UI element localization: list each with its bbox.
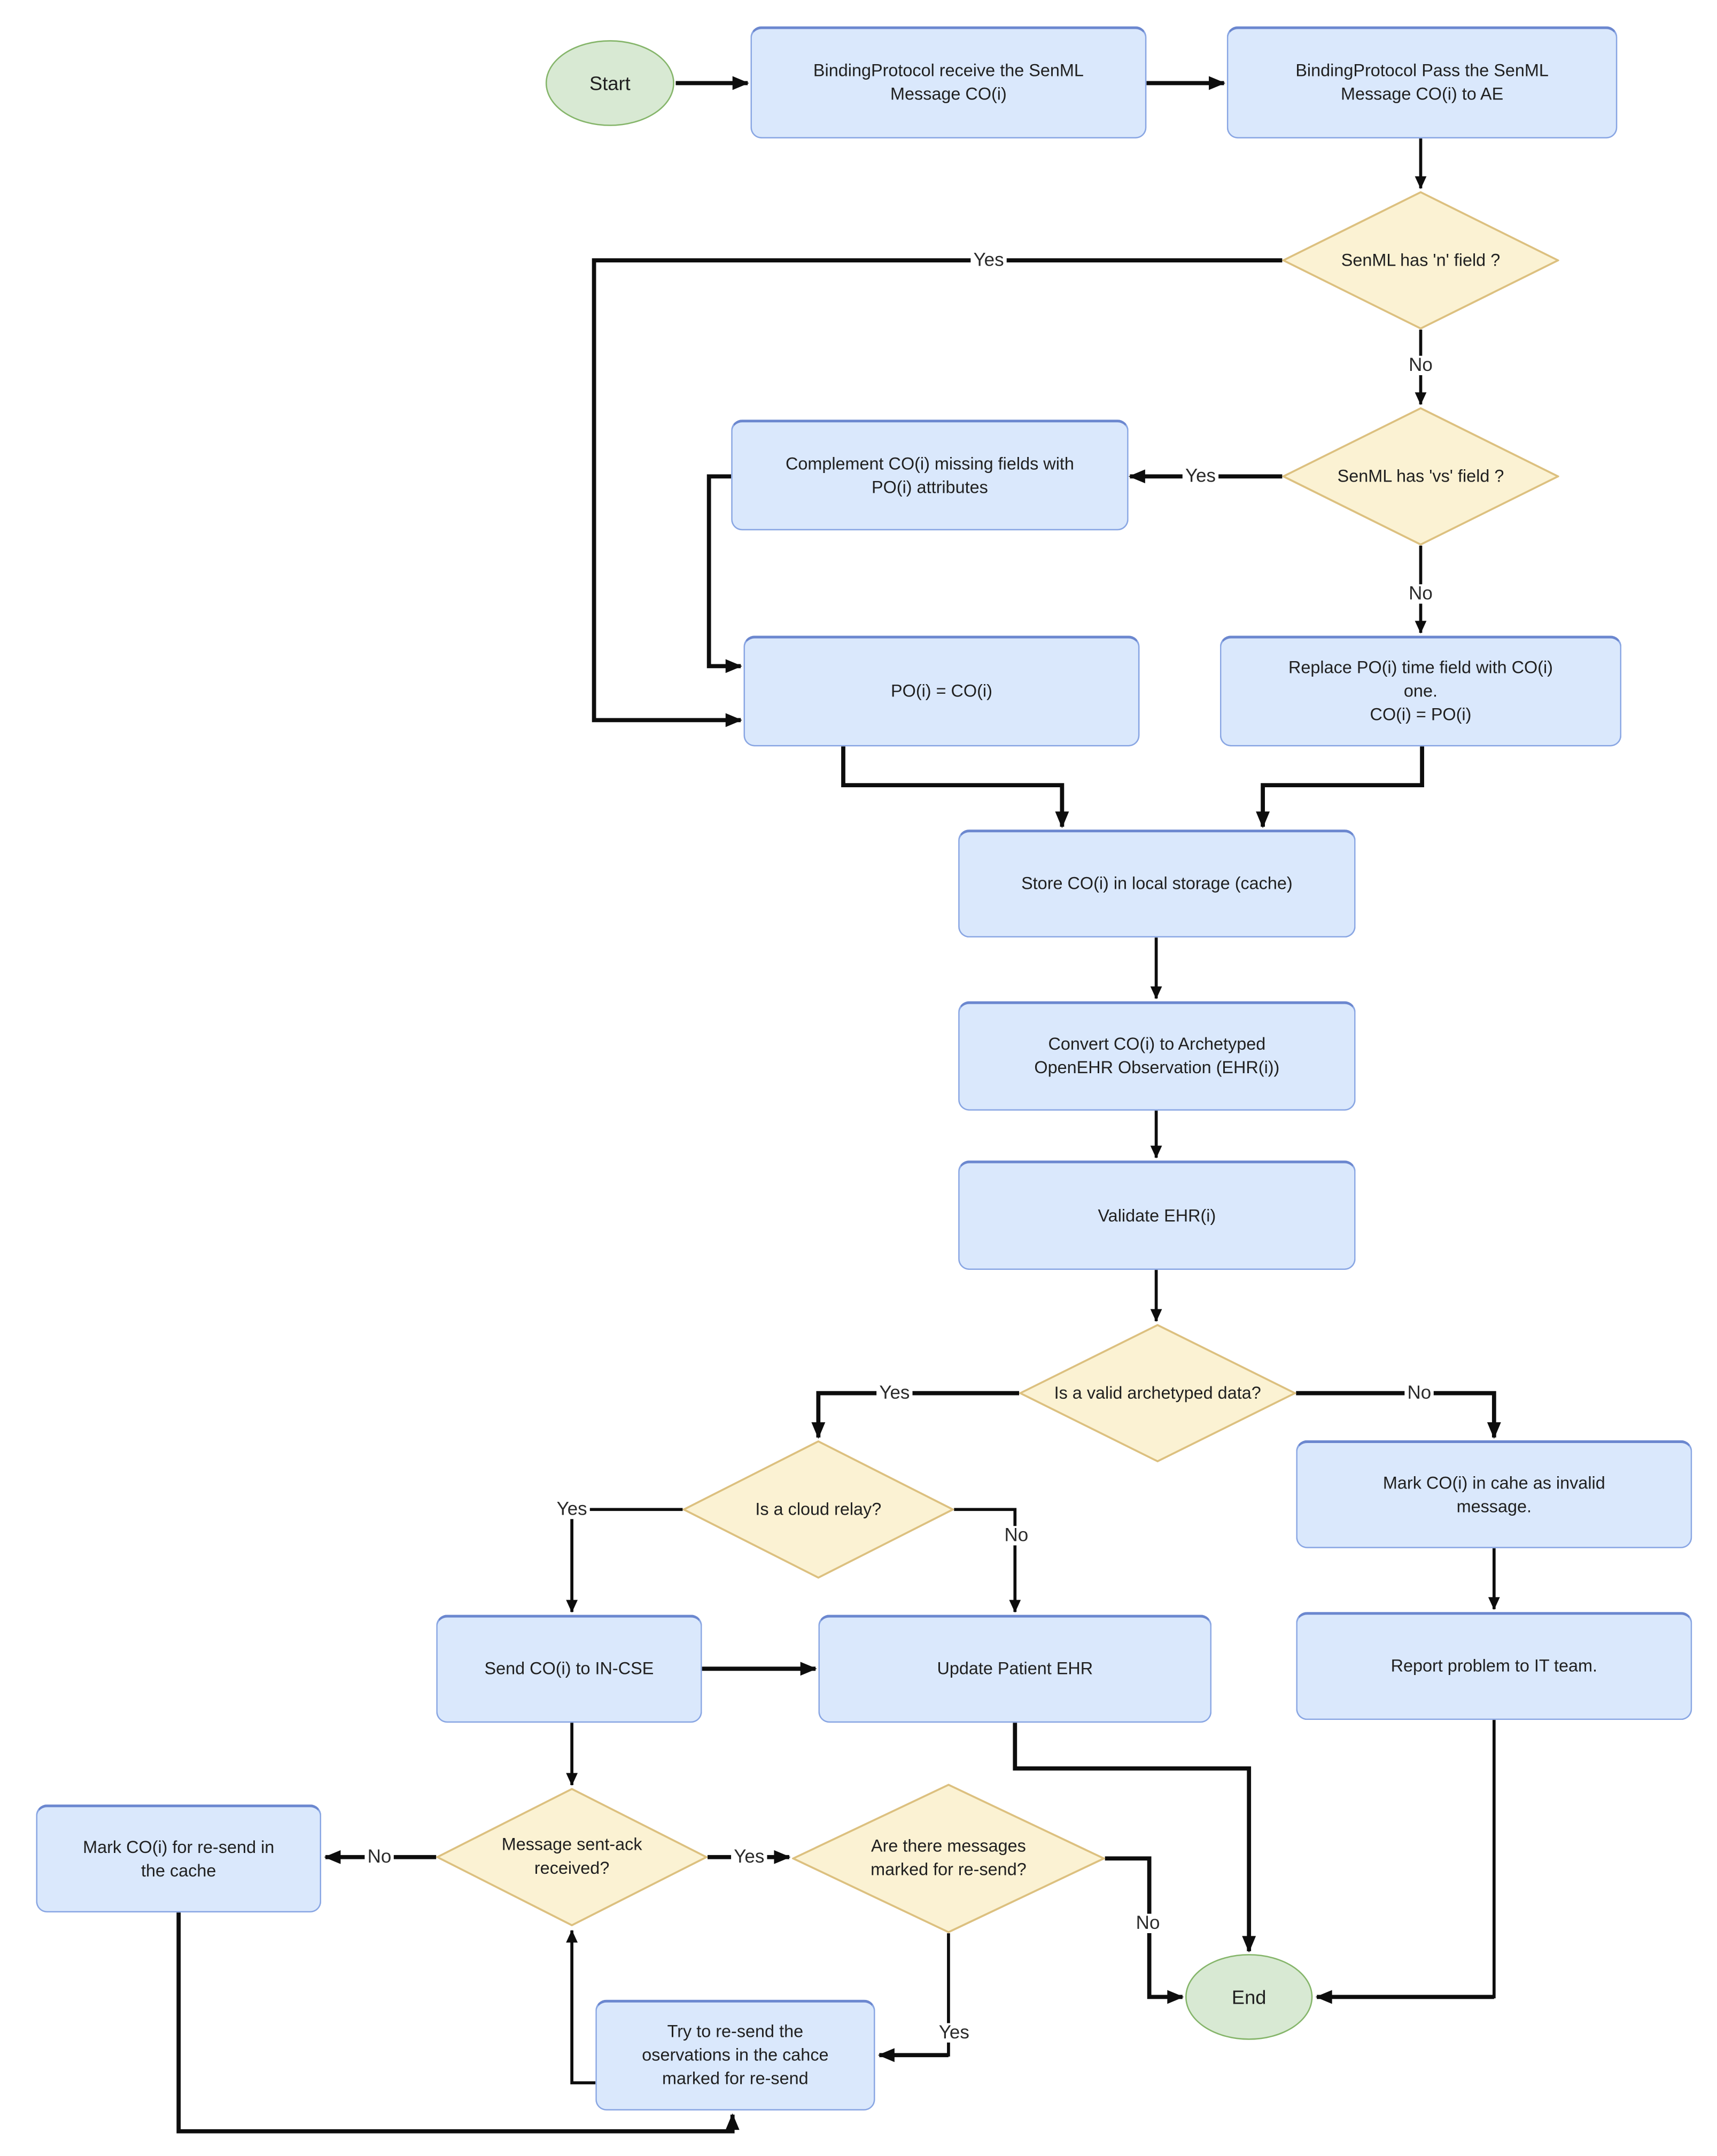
- process-complement-fields-label: Complement CO(i) missing fields with PO(…: [785, 453, 1074, 497]
- process-receive-senml-label: BindingProtocol receive the SenML Messag…: [813, 61, 1084, 104]
- process-try-resend: Try to re-send the oservations in the ca…: [595, 1999, 875, 2111]
- diamond-shape: [682, 1440, 954, 1579]
- edge-relay-no-to-update: [954, 1508, 1021, 1613]
- decision-senml-has-n-field-label: SenML has 'n' field ?: [1341, 250, 1501, 269]
- process-send-in-cse: Send CO(i) to IN-CSE: [436, 1615, 702, 1723]
- process-replace-time-field: Replace PO(i) time field with CO(i) one.…: [1219, 635, 1622, 747]
- decision-cloud-relay: Is a cloud relay?: [682, 1440, 954, 1579]
- process-pass-senml-to-ae: BindingProtocol Pass the SenML Message C…: [1226, 26, 1618, 139]
- process-mark-invalid-label: Mark CO(i) in cahe as invalid message.: [1382, 1472, 1605, 1516]
- diamond-shape: [1282, 407, 1559, 546]
- diamond-shape: [1019, 1324, 1296, 1463]
- process-po-equals-co-label: PO(i) = CO(i): [891, 681, 992, 701]
- edge-label-has-vs-yes: Yes: [1182, 466, 1219, 486]
- process-try-resend-label: Try to re-send the oservations in the ca…: [642, 2022, 829, 2089]
- edge-label-has-n-no: No: [1405, 355, 1436, 376]
- process-complement-fields: Complement CO(i) missing fields with PO(…: [731, 420, 1129, 531]
- edge-label-ack-yes: Yes: [731, 1847, 767, 1867]
- process-store-cache: Store CO(i) in local storage (cache): [958, 829, 1356, 938]
- end-label: End: [1231, 1986, 1267, 2008]
- process-po-equals-co: PO(i) = CO(i): [743, 635, 1140, 747]
- process-receive-senml: BindingProtocol receive the SenML Messag…: [750, 26, 1147, 139]
- decision-messages-marked-resend-label: Are there messages marked for re-send?: [871, 1836, 1027, 1880]
- process-convert-openehr: Convert CO(i) to Archetyped OpenEHR Obse…: [958, 1001, 1356, 1111]
- edge-po-to-store: [841, 746, 1069, 828]
- process-report-it-team: Report problem to IT team.: [1296, 1612, 1692, 1720]
- decision-sent-ack-received-label: Message sent-ack received?: [501, 1835, 642, 1878]
- edge-label-relay-no: No: [1001, 1525, 1031, 1546]
- process-update-patient-ehr-label: Update Patient EHR: [937, 1659, 1093, 1679]
- edge-update-to-end: [1013, 1723, 1256, 1953]
- edge-label-valid-yes: Yes: [876, 1383, 913, 1403]
- process-replace-time-field-label: Replace PO(i) time field with CO(i) one.…: [1288, 657, 1553, 725]
- decision-cloud-relay-label: Is a cloud relay?: [755, 1499, 882, 1519]
- decision-senml-has-vs-field: SenML has 'vs' field ?: [1282, 407, 1559, 546]
- process-convert-openehr-label: Convert CO(i) to Archetyped OpenEHR Obse…: [1034, 1034, 1280, 1077]
- process-validate-ehr-label: Validate EHR(i): [1098, 1205, 1216, 1225]
- edge-valid-no-to-mark-invalid: [1296, 1391, 1501, 1439]
- edge-complement-to-po: [706, 474, 742, 673]
- edge-label-resend-no: No: [1133, 1913, 1163, 1934]
- process-report-it-team-label: Report problem to IT team.: [1390, 1656, 1598, 1676]
- process-update-patient-ehr: Update Patient EHR: [818, 1615, 1212, 1723]
- edge-label-has-n-yes: Yes: [970, 250, 1007, 270]
- diamond-shape: [436, 1788, 708, 1927]
- edge-label-has-vs-no: No: [1405, 583, 1436, 604]
- decision-senml-has-n-field: SenML has 'n' field ?: [1282, 191, 1559, 330]
- end-terminal: End: [1185, 1954, 1313, 2040]
- edge-label-ack-no: No: [364, 1847, 394, 1867]
- edge-mark-resend-to-try: [176, 1912, 740, 2134]
- edge-valid-yes-to-relay-check: [811, 1391, 1020, 1439]
- edge-relay-yes-to-send: [566, 1508, 683, 1613]
- edge-label-resend-yes: Yes: [936, 2022, 973, 2043]
- process-pass-senml-to-ae-label: BindingProtocol Pass the SenML Message C…: [1295, 61, 1549, 104]
- process-validate-ehr: Validate EHR(i): [958, 1160, 1356, 1270]
- start-terminal: Start: [545, 40, 674, 126]
- decision-valid-archetyped-data: Is a valid archetyped data?: [1019, 1324, 1296, 1463]
- decision-senml-has-vs-field-label: SenML has 'vs' field ?: [1337, 466, 1504, 486]
- process-store-cache-label: Store CO(i) in local storage (cache): [1021, 874, 1293, 894]
- process-mark-resend-label: Mark CO(i) for re-send in the cache: [83, 1837, 275, 1880]
- decision-sent-ack-received: Message sent-ack received?: [436, 1788, 708, 1927]
- decision-messages-marked-resend: Are there messages marked for re-send?: [792, 1783, 1105, 1934]
- process-mark-invalid: Mark CO(i) in cahe as invalid message.: [1296, 1440, 1692, 1548]
- decision-valid-archetyped-data-label: Is a valid archetyped data?: [1054, 1383, 1261, 1402]
- diamond-shape: [1282, 191, 1559, 330]
- start-label: Start: [589, 72, 631, 95]
- edge-try-to-ack-check: [566, 1929, 596, 2084]
- edge-label-valid-no: No: [1404, 1383, 1434, 1403]
- process-mark-resend: Mark CO(i) for re-send in the cache: [36, 1804, 322, 1913]
- process-send-in-cse-label: Send CO(i) to IN-CSE: [484, 1659, 654, 1679]
- diamond-shape: [792, 1783, 1105, 1934]
- edge-label-relay-yes: Yes: [554, 1499, 590, 1519]
- edge-replace-to-store: [1256, 746, 1424, 828]
- edge-has-n-yes-to-po: [592, 258, 1283, 727]
